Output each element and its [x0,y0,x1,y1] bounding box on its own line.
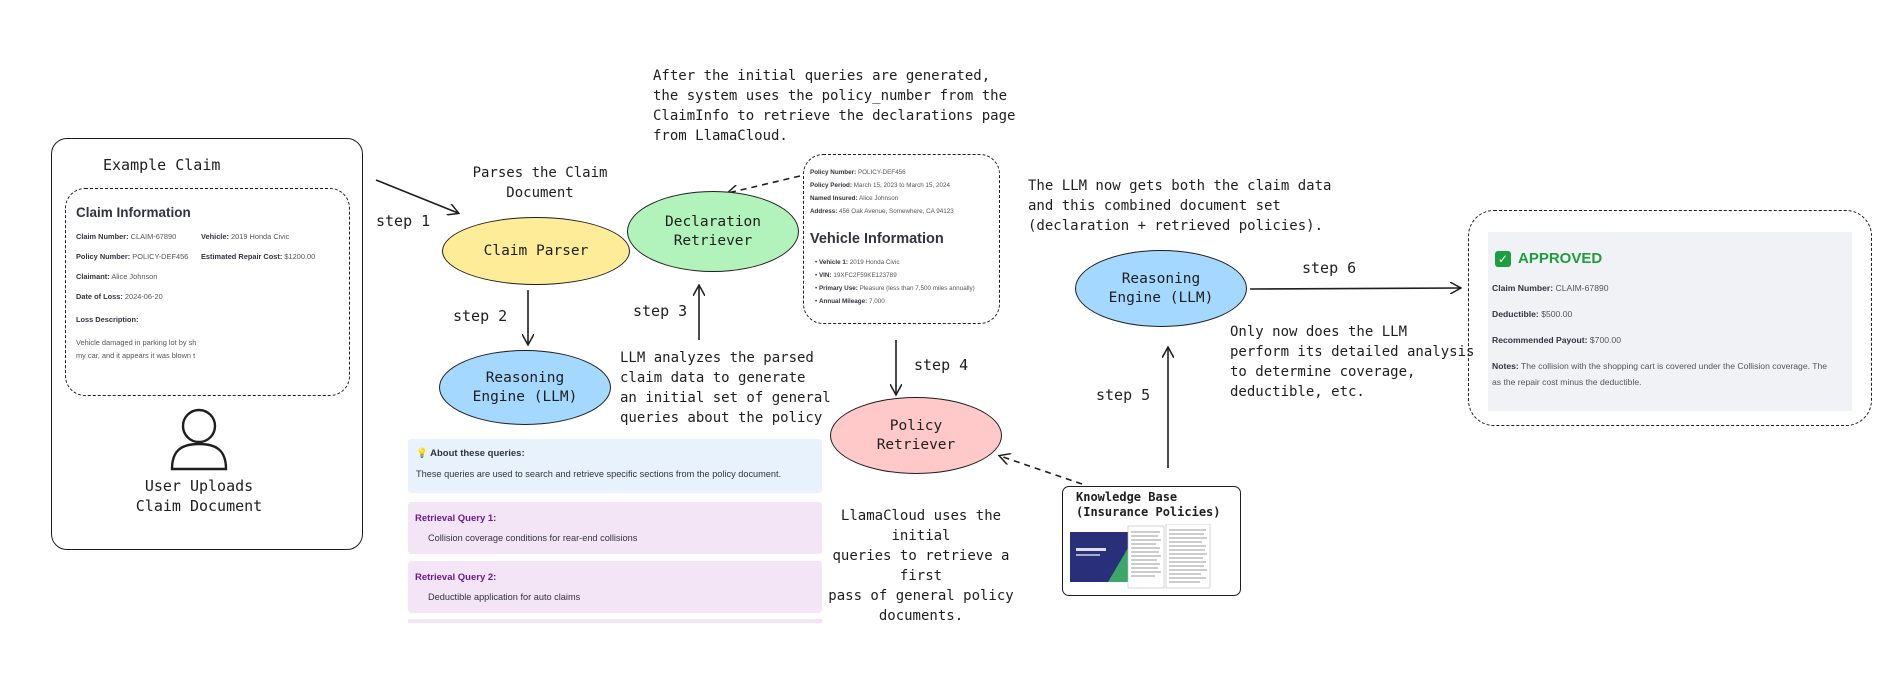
claim-field: Estimated Repair Cost: $1200.00 [201,252,316,261]
user-uploads-caption: User Uploads Claim Document [135,477,263,515]
decision-field: Claim Number: CLAIM-67890 [1492,283,1609,293]
vehicle-info-list: • Vehicle 1: 2019 Honda Civic • VIN: 19X… [815,259,975,311]
policy-documents-thumbnail [1070,524,1211,589]
declaration-field: Policy Period: March 15, 2023 to March 1… [810,182,951,189]
decision-field: Deductible: $500.00 [1492,309,1573,319]
vehicle-item: • VIN: 19XFC2F59KE123789 [815,272,897,279]
declaration-retriever-node: Declaration Retriever [627,191,799,272]
retrieval-query-2: Retrieval Query 2: Deductible applicatio… [408,561,822,613]
checkmark-icon: ✓ [1495,251,1511,267]
step-1-label: step 1 [376,212,431,230]
claim-parser-node: Claim Parser [442,217,630,285]
note-llm-analyzes: LLM analyzes the parsed claim data to ge… [620,350,831,426]
user-icon [170,408,228,471]
knowledge-base-label: Knowledge Base (Insurance Policies) [1076,490,1221,519]
about-queries-title: 💡 About these queries: [416,448,525,459]
step-2-label: step 2 [453,307,508,325]
policy-retriever-node: Policy Retriever [830,397,1002,474]
loss-description-text: Vehicle damaged in parking lot by sh my … [76,338,197,360]
claim-info-card [65,188,350,396]
note-llamacloud: LlamaCloud uses the initial queries to r… [828,508,1014,624]
decision-panel [1468,210,1872,426]
declaration-field: Address: 456 Oak Avenue, Somewhere, CA 9… [810,208,954,215]
step-4-label: step 4 [914,356,969,374]
note-combined-documents: The LLM now gets both the claim data and… [1028,178,1332,234]
retrieval-query-title: Retrieval Query 2: [415,572,497,583]
reasoning-engine-node-2: Reasoning Engine (LLM) [1075,250,1247,327]
claim-field: Claimant: Alice Johnson [76,272,158,281]
vehicle-item: • Primary Use: Pleasure (less than 7,500… [815,285,975,292]
note-detailed-analysis: Only now does the LLM perform its detail… [1230,324,1475,400]
example-claim-panel [51,138,363,550]
step-3-label: step 3 [633,302,688,320]
retrieval-query-text: Collision coverage conditions for rear-e… [428,533,638,543]
decision-notes: Notes: The collision with the shopping c… [1492,361,1828,371]
vehicle-item: • Annual Mileage: 7,000 [815,298,885,305]
decision-field: Recommended Payout: $700.00 [1492,335,1621,345]
declarations-fields: Policy Number: POLICY-DEF456 Policy Peri… [810,169,954,221]
arrow-kb-policy [1000,456,1083,485]
decision-fields: Claim Number: CLAIM-67890 Deductible: $5… [1492,283,1850,397]
retrieval-query-3-partial [408,619,822,623]
note-declaration-retrieval: After the initial queries are generated,… [653,68,1016,144]
decision-card [1488,232,1852,411]
vehicle-info-title: Vehicle Information [810,231,944,247]
decision-notes-continued: as the repair cost minus the deductible. [1492,377,1642,387]
declaration-field: Named Insured: Alice Johnson [810,195,899,202]
claim-fields-right: Vehicle: 2019 Honda Civic Estimated Repa… [201,232,315,271]
claim-field: Date of Loss: 2024-06-20 [76,292,163,301]
decision-status: APPROVED [1518,250,1603,267]
claim-fields-left: Claim Number: CLAIM-67890 Policy Number:… [76,232,188,311]
lightbulb-icon: 💡 [416,448,428,459]
declaration-field: Policy Number: POLICY-DEF456 [810,169,906,176]
reasoning-engine-node-1: Reasoning Engine (LLM) [439,350,611,425]
example-claim-title: Example Claim [103,156,221,174]
claim-field: Vehicle: 2019 Honda Civic [201,232,290,241]
note-parses-claim: Parses the Claim Document [472,165,608,201]
claim-field: Claim Number: CLAIM-67890 [76,232,177,241]
arrow-step-6 [1249,288,1460,289]
arrow-step-1 [375,179,458,213]
about-queries-text: These queries are used to search and ret… [416,469,782,479]
retrieval-query-title: Retrieval Query 1: [415,513,497,524]
step-5-label: step 5 [1096,386,1151,404]
claim-info-title: Claim Information [76,205,191,220]
declarations-page-doc [803,154,1000,324]
claim-field: Policy Number: POLICY-DEF456 [76,252,189,261]
about-queries-panel: 💡 About these queries: These queries are… [408,439,822,493]
retrieval-query-text: Deductible application for auto claims [428,592,581,602]
retrieval-query-1: Retrieval Query 1: Collision coverage co… [408,502,822,554]
arrow-declaration [728,175,801,193]
step-6-label: step 6 [1302,259,1357,277]
vehicle-item: • Vehicle 1: 2019 Honda Civic [815,259,900,266]
loss-description-label: Loss Description: [76,315,139,324]
